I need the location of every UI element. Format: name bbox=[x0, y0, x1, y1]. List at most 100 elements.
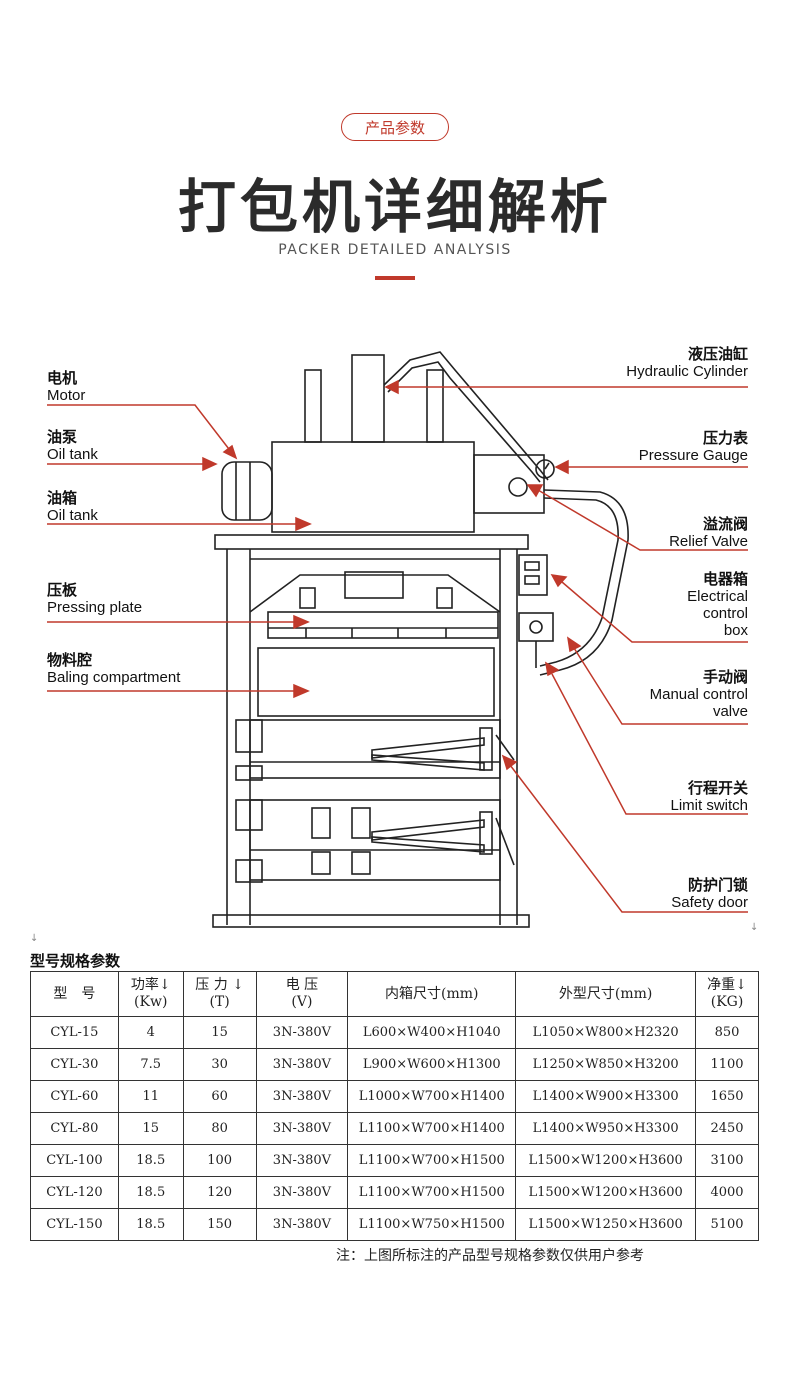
label-safety-door-en: Safety door bbox=[671, 894, 748, 911]
table-cell: 2450 bbox=[695, 1112, 759, 1145]
spec-header-cell: 压 力 ↓(T) bbox=[182, 971, 257, 1017]
label-motor-en: Motor bbox=[47, 387, 86, 404]
table-cell: 4 bbox=[117, 1016, 184, 1049]
table-cell: 120 bbox=[182, 1176, 257, 1209]
spec-header-line: 净重↓ bbox=[707, 977, 747, 993]
table-cell: 3100 bbox=[695, 1144, 759, 1177]
table-cell: 18.5 bbox=[117, 1208, 184, 1241]
spec-header-line: 内箱尺寸(mm) bbox=[385, 985, 479, 1002]
label-baling-compartment-en: Baling compartment bbox=[47, 669, 181, 686]
title-divider bbox=[375, 276, 415, 280]
table-cell: L1100×W700×H1400 bbox=[347, 1112, 517, 1145]
label-hydraulic-cylinder-cn: 液压油缸 bbox=[687, 346, 748, 363]
label-manual-valve-en2: valve bbox=[712, 703, 748, 720]
label-safety-door-cn: 防护门锁 bbox=[687, 877, 748, 894]
paragraph-mark: ↓ bbox=[30, 933, 39, 944]
label-electrical-box-cn: 电器箱 bbox=[702, 571, 748, 588]
label-manual-valve-en1: Manual control bbox=[649, 686, 748, 703]
label-pressing-plate-en: Pressing plate bbox=[47, 599, 143, 616]
table-cell: 1650 bbox=[695, 1080, 759, 1113]
table-cell: CYL-150 bbox=[30, 1208, 119, 1241]
table-cell: 30 bbox=[182, 1048, 257, 1081]
label-electrical-box: 电器箱 Electrical control box bbox=[687, 571, 748, 639]
label-safety-door: 防护门锁 Safety door bbox=[671, 877, 748, 911]
table-cell: 11 bbox=[117, 1080, 184, 1113]
label-oil-tank-cn: 油箱 bbox=[47, 490, 78, 507]
spec-header-cell: 功率↓(Kw) bbox=[117, 971, 184, 1017]
table-cell: L600×W400×H1040 bbox=[347, 1016, 517, 1049]
table-cell: 3N-380V bbox=[255, 1176, 349, 1209]
table-cell: L1000×W700×H1400 bbox=[347, 1080, 517, 1113]
table-cell: 3N-380V bbox=[255, 1048, 349, 1081]
label-pressing-plate-cn: 压板 bbox=[47, 582, 78, 599]
label-electrical-box-en2: control bbox=[702, 605, 748, 622]
paragraph-mark: ↓ bbox=[750, 922, 759, 933]
spec-header-cell: 内箱尺寸(mm) bbox=[347, 971, 517, 1017]
spec-title: 型号规格参数 bbox=[30, 952, 121, 970]
spec-header-row: 型 号功率↓(Kw)压 力 ↓(T)电 压(V)内箱尺寸(mm)外型尺寸(mm)… bbox=[30, 971, 759, 1017]
spec-header-unit: (T) bbox=[209, 994, 230, 1010]
section-badge: 产品参数 bbox=[341, 113, 449, 141]
label-manual-valve: 手动阀 Manual control valve bbox=[650, 669, 748, 720]
table-cell: CYL-80 bbox=[30, 1112, 119, 1145]
table-cell: CYL-60 bbox=[30, 1080, 119, 1113]
table-cell: 100 bbox=[182, 1144, 257, 1177]
label-relief-valve-en: Relief Valve bbox=[669, 533, 748, 550]
label-pressing-plate: 压板 Pressing plate bbox=[47, 582, 142, 616]
spec-header-cell: 净重↓(KG) bbox=[695, 971, 759, 1017]
spec-header-unit: (V) bbox=[291, 994, 313, 1010]
table-cell: CYL-120 bbox=[30, 1176, 119, 1209]
page-title: 打包机详细解析 bbox=[177, 173, 612, 241]
table-cell: CYL-100 bbox=[30, 1144, 119, 1177]
table-cell: 3N-380V bbox=[255, 1080, 349, 1113]
label-oil-pump: 油泵 Oil tank bbox=[47, 429, 98, 463]
spec-header-line: 电 压 bbox=[285, 977, 319, 993]
spec-header-cell: 电 压(V) bbox=[255, 971, 349, 1017]
label-motor: 电机 Motor bbox=[47, 370, 85, 404]
table-cell: 3N-380V bbox=[255, 1112, 349, 1145]
table-cell: 5100 bbox=[695, 1208, 759, 1241]
label-motor-cn: 电机 bbox=[47, 370, 78, 387]
page-subtitle: PACKER DETAILED ANALYSIS bbox=[278, 242, 512, 258]
table-cell: CYL-15 bbox=[30, 1016, 119, 1049]
spec-header-line: 压 力 ↓ bbox=[195, 977, 244, 993]
table-cell: L900×W600×H1300 bbox=[347, 1048, 517, 1081]
label-relief-valve: 溢流阀 Relief Valve bbox=[669, 516, 748, 550]
table-cell: L1500×W1200×H3600 bbox=[515, 1176, 697, 1209]
table-cell: L1250×W850×H3200 bbox=[515, 1048, 697, 1081]
spec-header-unit: (Kw) bbox=[134, 994, 168, 1010]
table-cell: 3N-380V bbox=[255, 1144, 349, 1177]
label-oil-tank: 油箱 Oil tank bbox=[47, 490, 98, 524]
label-limit-switch-cn: 行程开关 bbox=[687, 780, 748, 797]
label-hydraulic-cylinder: 液压油缸 Hydraulic Cylinder bbox=[626, 346, 748, 380]
spec-header-line: 型 号 bbox=[53, 985, 96, 1002]
machine-diagram: 电机 Motor 油泵 Oil tank 油箱 Oil tank 压板 Pres… bbox=[0, 330, 790, 950]
table-cell: L1500×W1200×H3600 bbox=[515, 1144, 697, 1177]
table-cell: 15 bbox=[117, 1112, 184, 1145]
spec-note: 注：上图所标注的产品型号规格参数仅供用户参考 bbox=[336, 1248, 644, 1264]
table-cell: 15 bbox=[182, 1016, 257, 1049]
table-cell: 80 bbox=[182, 1112, 257, 1145]
label-relief-valve-cn: 溢流阀 bbox=[702, 516, 748, 533]
label-oil-pump-en: Oil tank bbox=[47, 446, 98, 463]
table-cell: CYL-30 bbox=[30, 1048, 119, 1081]
table-cell: 850 bbox=[695, 1016, 759, 1049]
spec-table: 型 号功率↓(Kw)压 力 ↓(T)电 压(V)内箱尺寸(mm)外型尺寸(mm)… bbox=[30, 971, 759, 1241]
label-pressure-gauge-cn: 压力表 bbox=[702, 430, 748, 447]
table-cell: 1100 bbox=[695, 1048, 759, 1081]
table-cell: L1100×W700×H1500 bbox=[347, 1144, 517, 1177]
table-cell: L1100×W750×H1500 bbox=[347, 1208, 517, 1241]
label-baling-compartment: 物料腔 Baling compartment bbox=[47, 652, 180, 686]
table-cell: 18.5 bbox=[117, 1144, 184, 1177]
label-pressure-gauge: 压力表 Pressure Gauge bbox=[639, 430, 748, 464]
label-limit-switch: 行程开关 Limit switch bbox=[670, 780, 748, 814]
table-cell: 7.5 bbox=[117, 1048, 184, 1081]
